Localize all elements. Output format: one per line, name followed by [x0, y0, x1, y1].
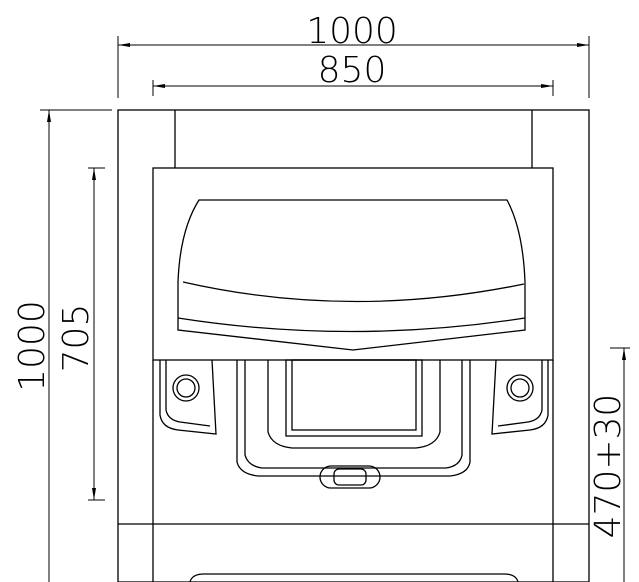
dimension-seat-height: 470+30	[588, 347, 630, 582]
seat-depth-label: 705	[56, 304, 97, 373]
hood	[152, 167, 554, 361]
seat-height-label: 470+30	[588, 394, 629, 539]
dimension-overall-depth: 1000	[12, 109, 112, 582]
right-knob-pod	[491, 359, 549, 435]
deck-edge	[189, 573, 519, 582]
left-knob-icon	[172, 374, 200, 402]
inner-width-label: 850	[318, 50, 387, 91]
dimension-inner-width: 850	[152, 50, 554, 96]
display-screen	[285, 359, 423, 437]
central-console	[236, 359, 471, 489]
left-knob-pod	[159, 359, 217, 435]
dimension-seat-depth: 705	[56, 167, 105, 501]
right-knob-icon	[506, 374, 534, 402]
dimension-overall-width: 1000	[117, 11, 590, 98]
overall-depth-label: 1000	[12, 300, 53, 392]
center-button	[319, 465, 381, 489]
machine-frame	[117, 109, 590, 582]
overall-width-label: 1000	[306, 11, 398, 52]
